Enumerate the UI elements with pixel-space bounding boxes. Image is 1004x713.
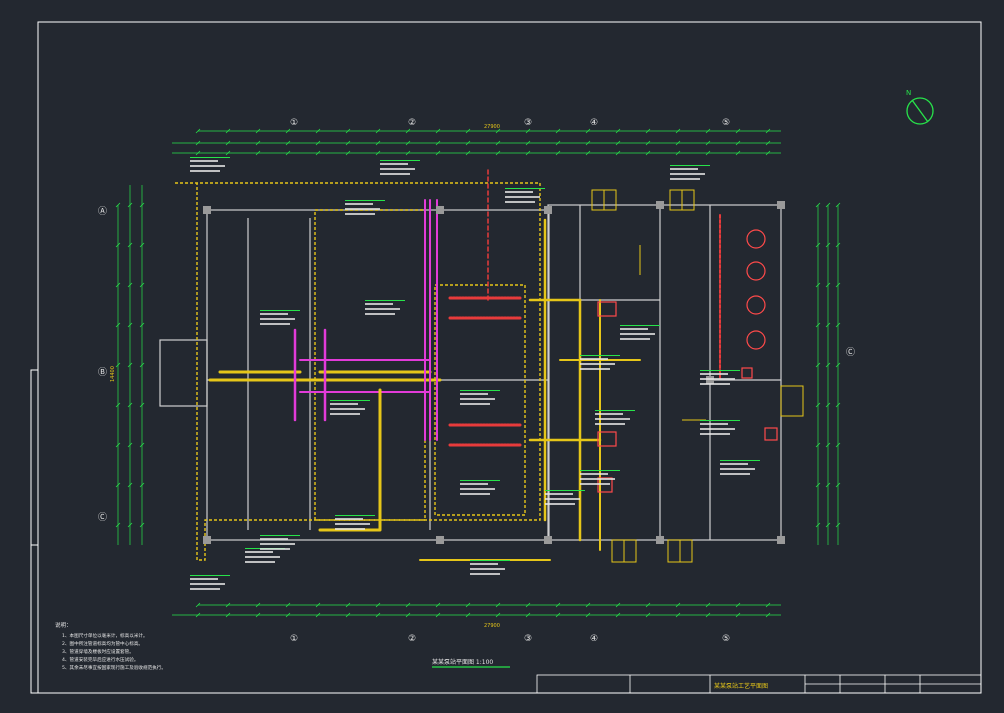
notes-heading: 说明：: [55, 621, 72, 629]
axis-bottom-2: ②: [408, 634, 416, 644]
note-line-1: 1、本图尺寸单位以毫米计，标高以米计。: [62, 632, 148, 639]
overall-dim-top: 27900: [484, 124, 500, 130]
axis-top-3: ③: [524, 118, 532, 128]
drawing-frame: [30, 21, 982, 694]
axis-left-1: Ⓐ: [98, 206, 107, 217]
axis-bubbles-left: Ⓐ Ⓑ Ⓒ: [98, 206, 107, 523]
equipment: [597, 229, 778, 493]
north-arrow-icon: N: [906, 89, 934, 125]
axis-top-5: ⑤: [722, 118, 730, 128]
axis-bubbles-top: ① ② ③ ④ ⑤: [290, 118, 730, 128]
title-block-name: 某某泵站工艺平面图: [714, 682, 768, 690]
axis-right-1: Ⓒ: [846, 347, 855, 358]
overall-dim-bottom: 27900: [484, 623, 500, 629]
axis-bottom-1: ①: [290, 634, 298, 644]
axis-top-1: ①: [290, 118, 298, 128]
axis-top-4: ④: [590, 118, 598, 128]
plan-title: 某某泵站平面图 1:100: [432, 658, 493, 666]
note-line-5: 5、其余未尽事宜按国家现行施工及验收规范执行。: [62, 664, 166, 671]
axis-bottom-5: ⑤: [722, 634, 730, 644]
axis-left-3: Ⓒ: [98, 512, 107, 523]
axis-bottom-4: ④: [590, 634, 598, 644]
leader-tags: [190, 157, 760, 590]
note-line-3: 3、管道穿墙及楼板时应设置套管。: [62, 648, 134, 655]
overall-dim-left: 14400: [110, 366, 116, 382]
svg-text:N: N: [906, 89, 911, 97]
note-line-2: 2、图中所注管道标高均为管中心标高。: [62, 640, 143, 647]
axis-bubbles-bottom: ① ② ③ ④ ⑤: [290, 634, 730, 644]
title-block: [536, 674, 982, 694]
axis-top-2: ②: [408, 118, 416, 128]
axis-left-2: Ⓑ: [98, 367, 107, 378]
dimension-ticks: [115, 128, 841, 618]
design-notes: 说明： 1、本图尺寸单位以毫米计，标高以米计。 2、图中所注管道标高均为管中心标…: [55, 621, 166, 671]
note-line-4: 4、管道安装完毕后应进行水压试验。: [62, 656, 138, 663]
axis-bottom-3: ③: [524, 634, 532, 644]
